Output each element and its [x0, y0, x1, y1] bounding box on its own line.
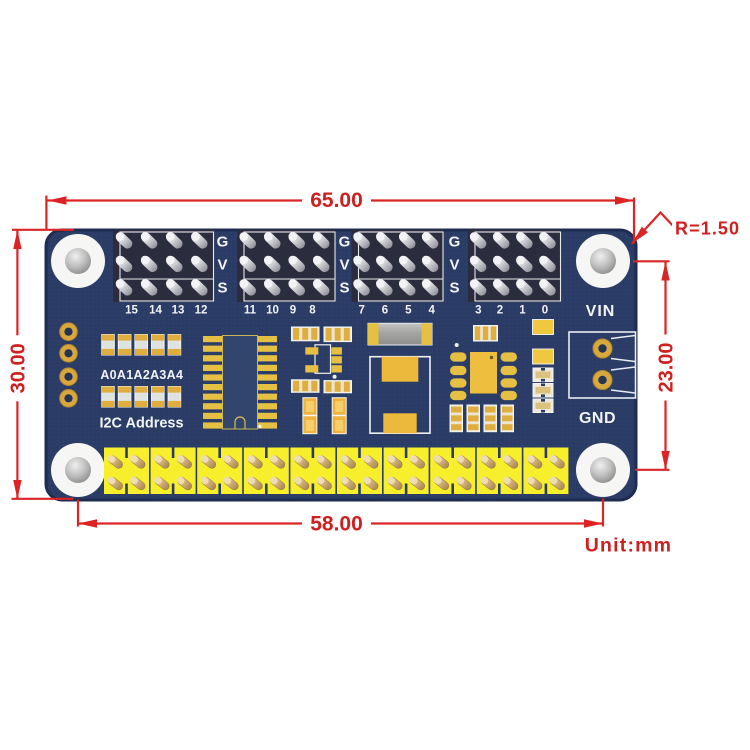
svg-text:14: 14 [149, 305, 162, 317]
svg-text:V: V [217, 257, 227, 274]
svg-text:V: V [449, 257, 459, 274]
svg-text:G: G [449, 234, 461, 251]
svg-text:58.00: 58.00 [310, 513, 363, 536]
svg-text:Unit:mm: Unit:mm [585, 535, 672, 557]
svg-text:VIN: VIN [586, 303, 616, 320]
svg-text:65.00: 65.00 [310, 189, 363, 212]
svg-text:R=1.50: R=1.50 [675, 219, 740, 239]
svg-text:5: 5 [405, 305, 412, 317]
svg-text:1: 1 [519, 305, 526, 317]
svg-text:12: 12 [195, 305, 208, 317]
svg-text:S: S [449, 280, 459, 297]
svg-text:4: 4 [428, 305, 435, 317]
svg-text:2: 2 [497, 305, 503, 317]
svg-text:23.00: 23.00 [656, 342, 678, 392]
svg-text:7: 7 [358, 305, 364, 317]
svg-text:13: 13 [172, 305, 185, 317]
svg-text:G: G [339, 234, 351, 251]
svg-text:3: 3 [475, 305, 481, 317]
svg-text:15: 15 [125, 305, 138, 317]
svg-text:11: 11 [244, 305, 257, 317]
svg-text:10: 10 [266, 305, 279, 317]
svg-text:I2C Address: I2C Address [99, 416, 183, 432]
svg-text:8: 8 [309, 305, 316, 317]
svg-text:30.00: 30.00 [8, 343, 30, 393]
svg-text:S: S [217, 280, 227, 297]
svg-text:A0A1A2A3A4: A0A1A2A3A4 [100, 368, 183, 382]
svg-text:9: 9 [290, 305, 296, 317]
svg-text:V: V [339, 257, 349, 274]
svg-text:6: 6 [382, 305, 388, 317]
svg-text:S: S [339, 280, 349, 297]
svg-text:GND: GND [579, 410, 616, 427]
svg-text:G: G [217, 234, 229, 251]
svg-text:0: 0 [542, 305, 548, 317]
